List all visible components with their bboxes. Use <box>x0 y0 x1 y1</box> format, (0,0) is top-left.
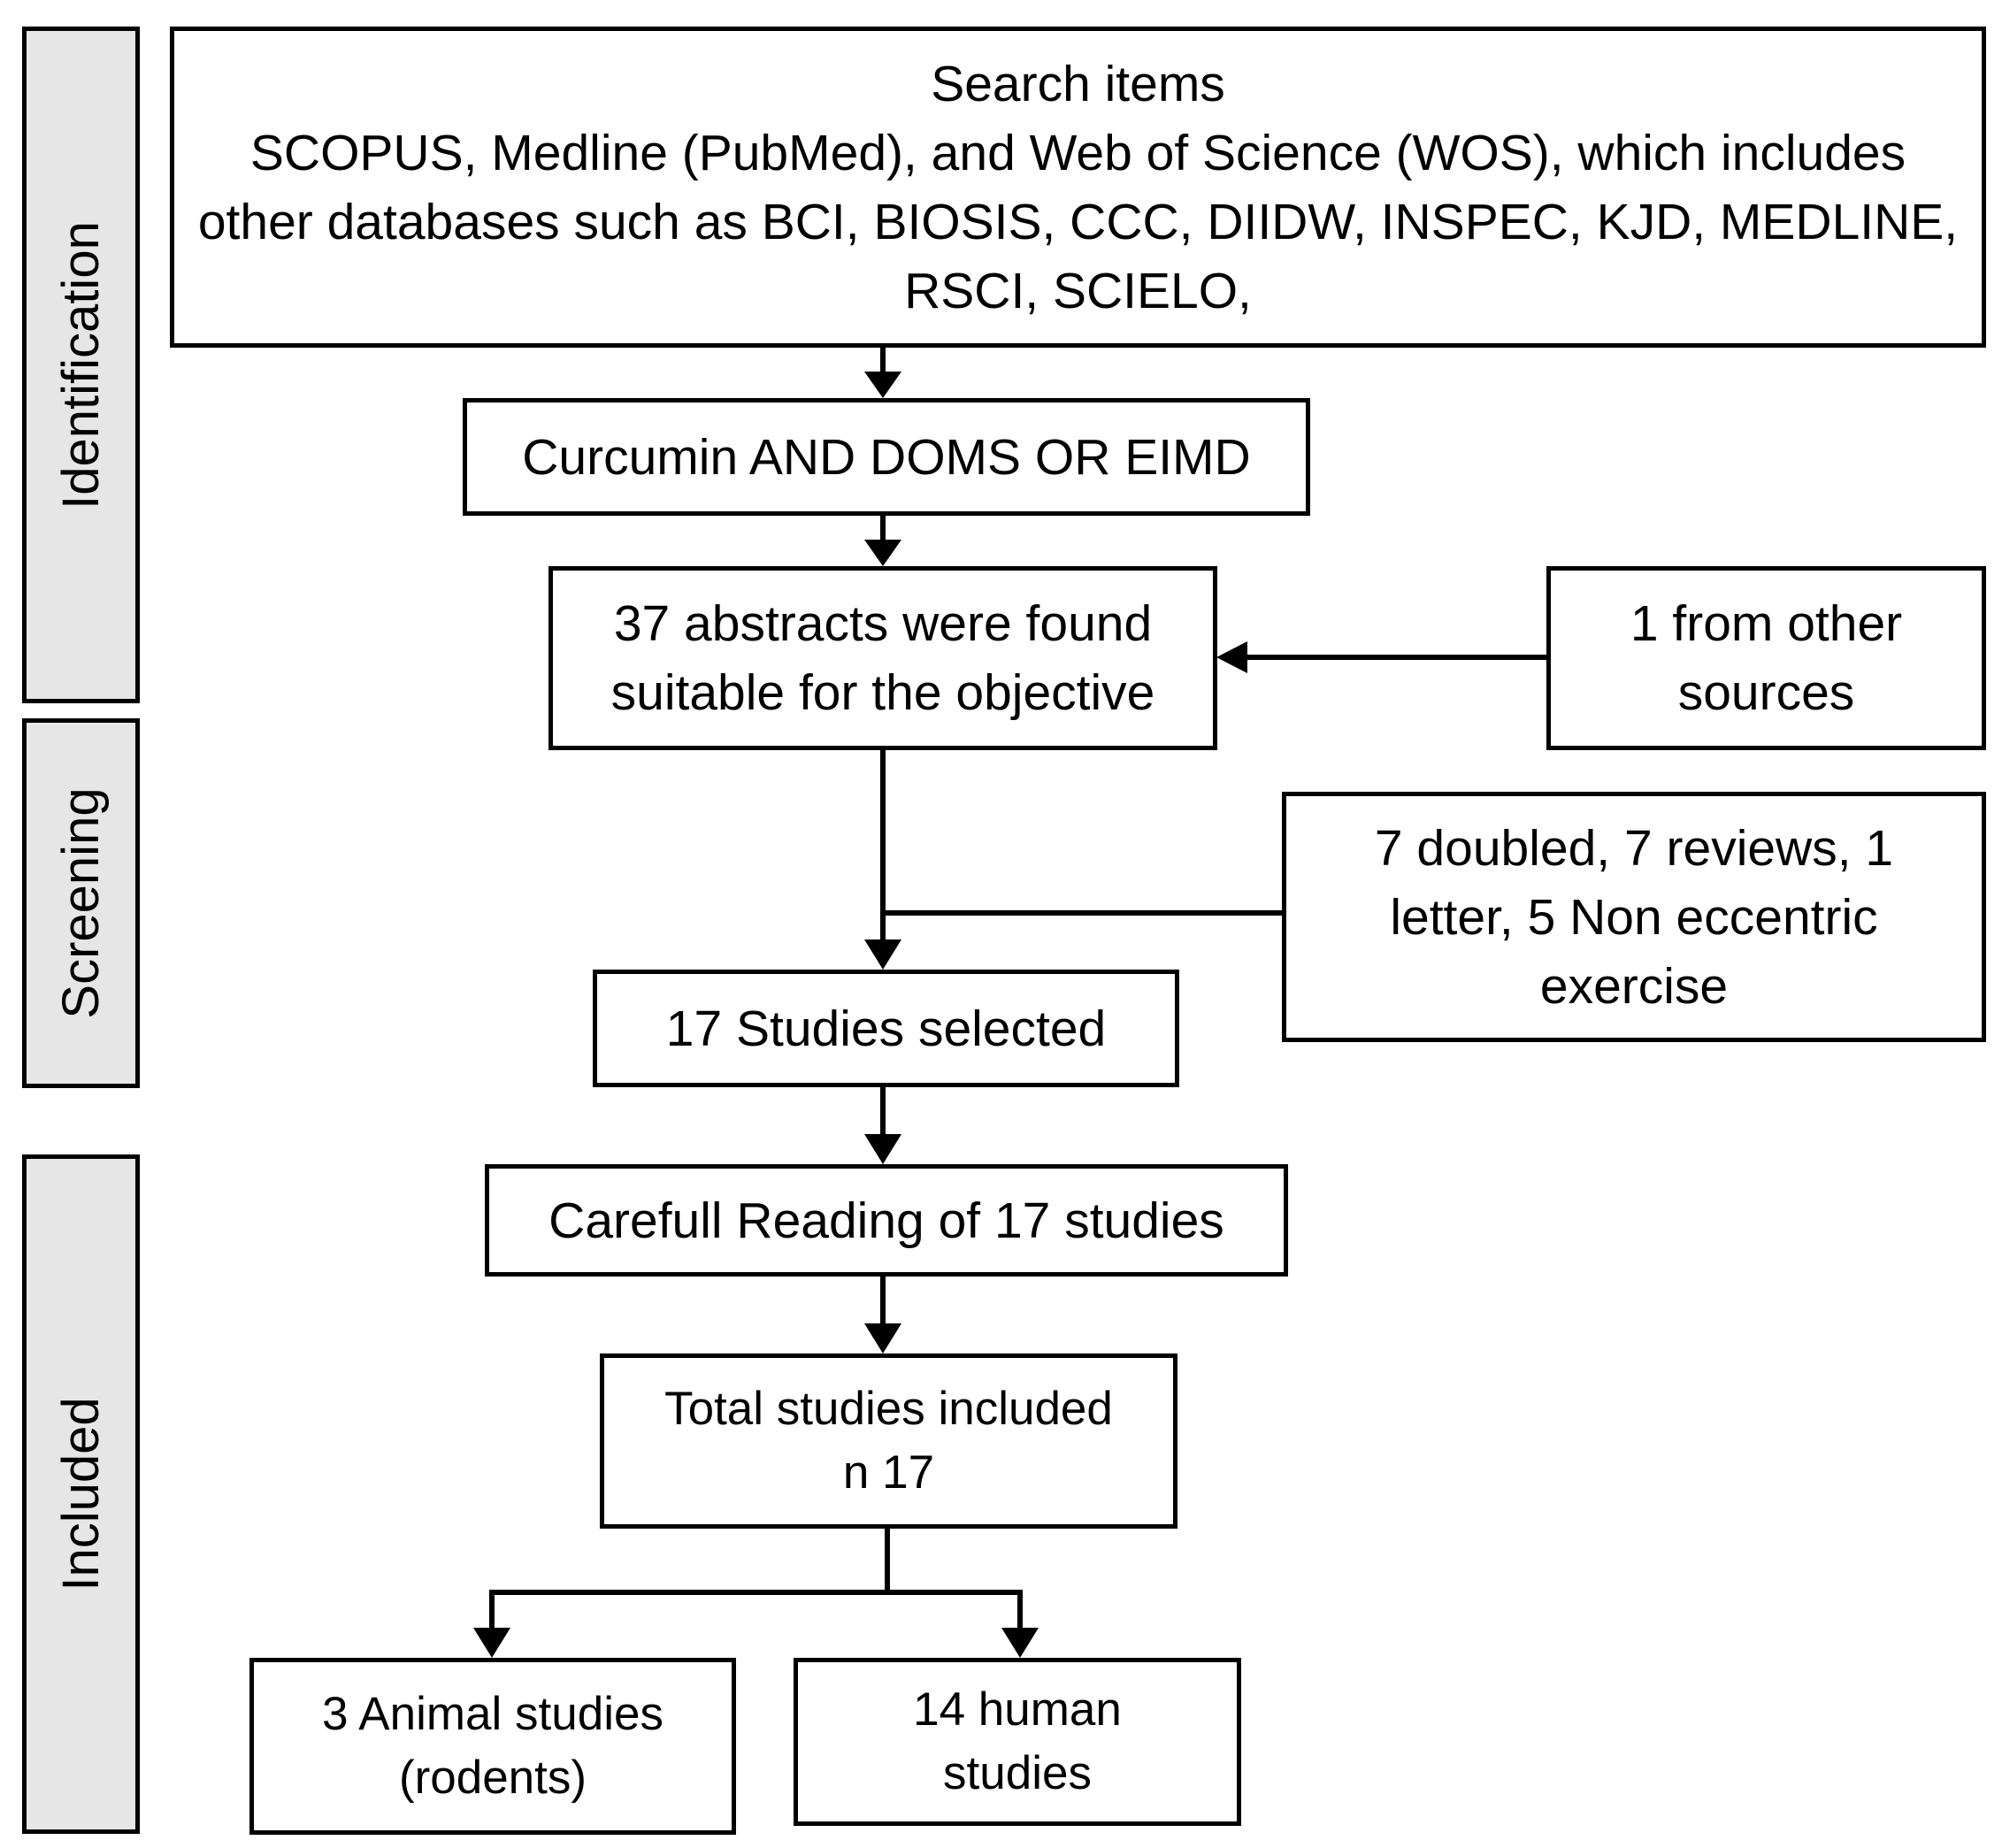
connector-total-split <box>489 1529 890 1629</box>
excluded-records-box: 7 doubled, 7 reviews, 1 letter, 5 Non ec… <box>1282 792 1986 1042</box>
studies-selected-box: 17 Studies selected <box>593 970 1179 1087</box>
human-studies-box: 14 human studies <box>794 1658 1241 1826</box>
other-sources-box: 1 from other sources <box>1546 566 1986 750</box>
total-included-box: Total studies included n 17 <box>600 1353 1177 1529</box>
animal-studies-box: 3 Animal studies (rodents) <box>249 1658 736 1835</box>
arrowhead-human <box>1001 1628 1039 1658</box>
other-sources-line-1: 1 from other <box>1630 595 1903 652</box>
excluded-records-line-2: letter, 5 Non eccentric <box>1390 888 1878 946</box>
careful-reading-box: Carefull Reading of 17 studies <box>485 1164 1288 1277</box>
careful-reading-line-1: Carefull Reading of 17 studies <box>548 1192 1224 1249</box>
other-sources-line-2: sources <box>1677 664 1855 721</box>
total-included-line-2: n 17 <box>842 1446 935 1499</box>
search-items-line-1: Search items <box>931 55 1225 112</box>
stage-included: Included <box>22 1154 140 1834</box>
arrowhead-reading <box>864 1134 901 1164</box>
arrowhead-abstracts <box>864 540 901 566</box>
stage-screening: Screening <box>22 718 140 1088</box>
stage-identification: Identification <box>22 27 140 703</box>
abstracts-found-line-2: suitable for the objective <box>610 664 1155 721</box>
arrowhead-abstracts-side <box>1216 641 1247 673</box>
search-query-line-1: Curcumin AND DOMS OR EIMD <box>522 428 1251 486</box>
excluded-records-line-3: exercise <box>1539 957 1729 1015</box>
human-studies-line-2: studies <box>943 1747 1092 1799</box>
connector-total-to-human <box>887 1590 1023 1629</box>
human-studies-line-1: 14 human <box>913 1683 1122 1736</box>
search-items-line-4: RSCI, SCIELO, <box>904 262 1252 319</box>
search-items-line-3: other databases such as BCI, BIOSIS, CCC… <box>197 193 1959 250</box>
search-items-box: Search items SCOPUS, Medline (PubMed), a… <box>170 27 1986 348</box>
studies-selected-line-1: 17 Studies selected <box>665 1000 1107 1057</box>
excluded-records-line-1: 7 doubled, 7 reviews, 1 <box>1374 819 1894 877</box>
search-query-box: Curcumin AND DOMS OR EIMD <box>463 398 1310 516</box>
arrowhead-query <box>864 372 901 398</box>
arrowhead-selected <box>864 939 901 970</box>
total-included-line-1: Total studies included <box>664 1383 1113 1435</box>
arrowhead-total <box>864 1323 901 1353</box>
abstracts-found-line-1: 37 abstracts were found <box>613 595 1153 652</box>
abstracts-found-box: 37 abstracts were found suitable for the… <box>548 566 1217 750</box>
animal-studies-line-1: 3 Animal studies <box>322 1688 663 1740</box>
animal-studies-line-2: (rodents) <box>398 1752 587 1804</box>
arrowhead-animal <box>473 1628 510 1658</box>
search-items-line-2: SCOPUS, Medline (PubMed), and Web of Sci… <box>249 124 1906 181</box>
